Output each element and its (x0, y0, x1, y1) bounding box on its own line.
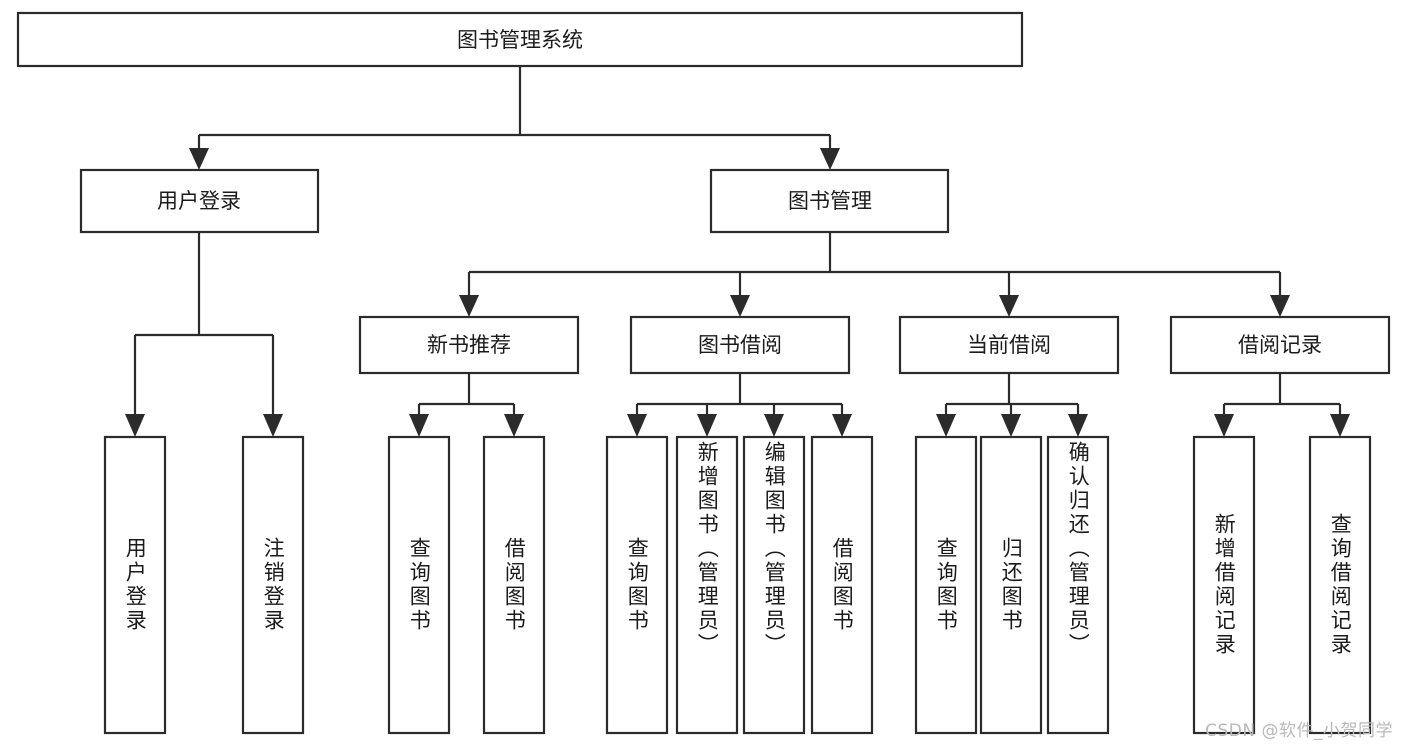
horizontal-label-layer: 图书管理系统 用户登录 图书管理 新书推荐 图书借阅 当前借阅 借阅记录 (157, 28, 1322, 357)
node-box-current[interactable] (898, 315, 1120, 375)
leaf-box-query-book-1[interactable] (387, 435, 451, 735)
leaf-box-user-login[interactable] (103, 435, 167, 735)
node-box-book-mgmt[interactable] (709, 168, 950, 234)
node-box-new-book[interactable] (358, 315, 580, 375)
label-user-login: 用户登录 (157, 189, 241, 213)
node-box-user-login[interactable] (79, 168, 320, 234)
leaf-box-add-book[interactable] (675, 435, 739, 735)
arrowhead-to-leaf-user-login (125, 414, 145, 437)
arrowhead-current-leaf-2 (1001, 414, 1021, 437)
label-records: 借阅记录 (1238, 333, 1322, 357)
arrowhead-to-new-book (459, 295, 479, 317)
arrowhead-to-leaf-logout (263, 414, 283, 437)
leaf-box-confirm-return[interactable] (1046, 435, 1110, 735)
arrowhead-current-leaf-1 (936, 414, 956, 437)
node-box-records[interactable] (1169, 315, 1391, 375)
label-root: 图书管理系统 (457, 28, 583, 52)
leaf-box-query-record[interactable] (1308, 435, 1372, 735)
arrowhead-newbook-leaf-2 (504, 414, 524, 437)
node-box-root[interactable] (16, 11, 1024, 68)
node-layer (16, 11, 1391, 735)
leaf-box-borrow-book-1[interactable] (482, 435, 546, 735)
leaf-box-query-book-3[interactable] (914, 435, 978, 735)
leaf-box-add-record[interactable] (1192, 435, 1256, 735)
leaf-box-return-book[interactable] (979, 435, 1043, 735)
arrowhead-current-leaf-3 (1068, 414, 1088, 437)
label-book-mgmt: 图书管理 (788, 189, 872, 213)
arrowhead-to-user-login (189, 148, 209, 170)
arrowhead-newbook-leaf-1 (409, 414, 429, 437)
leaf-box-logout[interactable] (241, 435, 305, 735)
arrowhead-borrow-leaf-3 (764, 414, 784, 437)
label-borrow: 图书借阅 (698, 333, 782, 357)
arrowhead-borrow-leaf-2 (697, 414, 717, 437)
label-current: 当前借阅 (967, 333, 1051, 357)
node-box-borrow[interactable] (629, 315, 851, 375)
arrowhead-layer (125, 148, 1350, 437)
arrowhead-records-leaf-2 (1330, 414, 1350, 437)
leaf-box-borrow-book-2[interactable] (810, 435, 874, 735)
leaf-box-query-book-2[interactable] (605, 435, 669, 735)
arrowhead-to-current (999, 295, 1019, 317)
arrowhead-to-records (1270, 295, 1290, 317)
arrowhead-borrow-leaf-4 (832, 414, 852, 437)
label-new-book: 新书推荐 (427, 333, 511, 357)
arrowhead-borrow-leaf-1 (627, 414, 647, 437)
leaf-box-edit-book[interactable] (742, 435, 806, 735)
arrowhead-to-borrow (730, 295, 750, 317)
arrowhead-to-book-mgmt (820, 148, 840, 170)
watermark-text: CSDN @软件_小贺同学 (1205, 721, 1393, 741)
arrowhead-records-leaf-1 (1214, 414, 1234, 437)
